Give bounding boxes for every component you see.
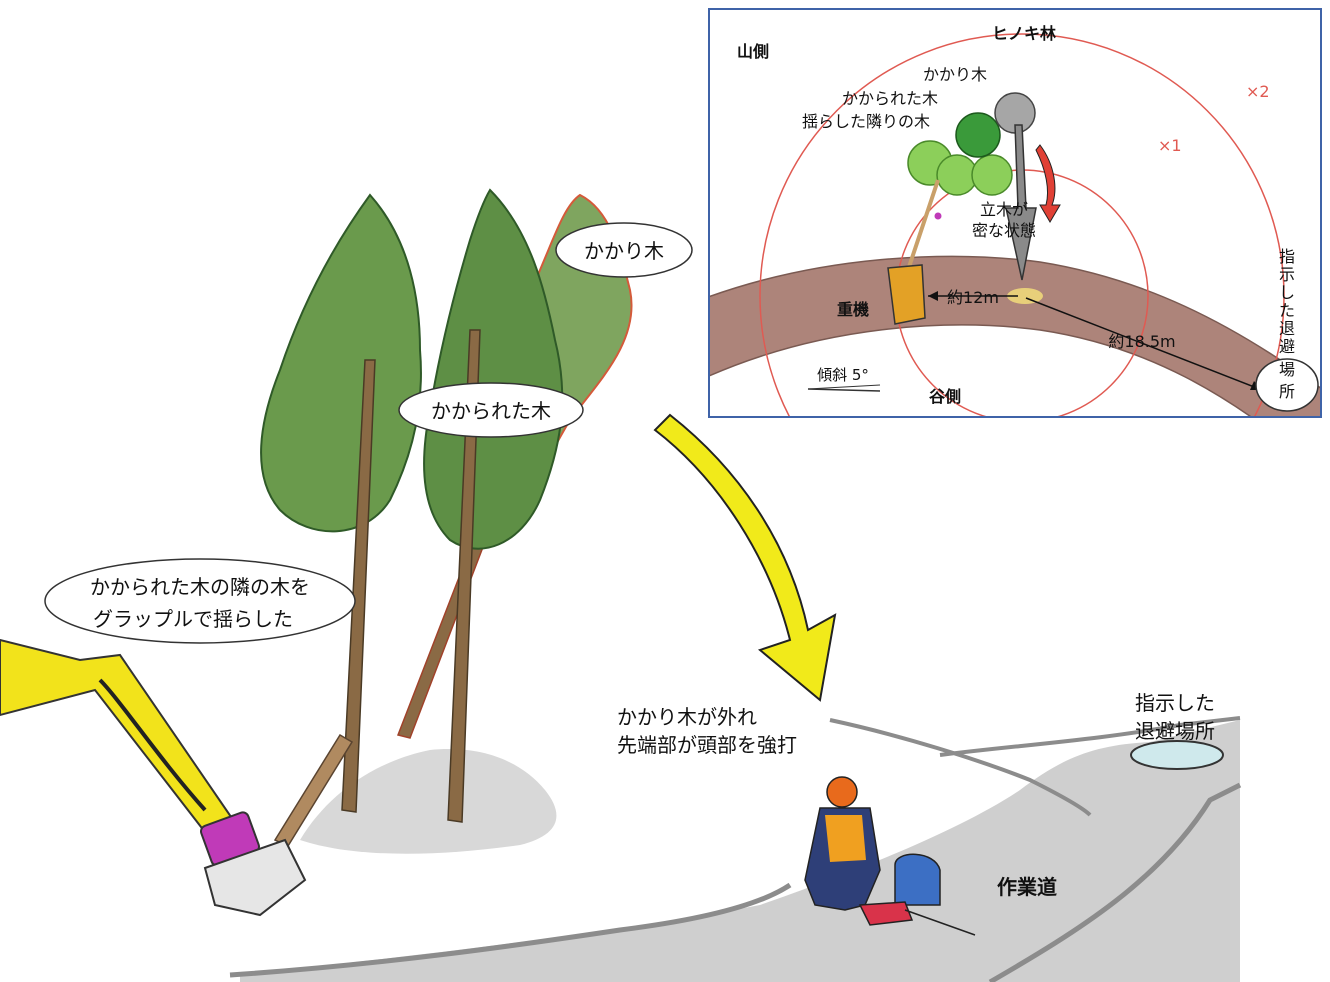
inset-hung-tree-label: かかり木 bbox=[923, 65, 987, 84]
inset-border bbox=[708, 8, 1322, 418]
excavator-hoses bbox=[98, 678, 207, 812]
road-edge-lower bbox=[229, 782, 1242, 982]
inset-shelter bbox=[1255, 358, 1319, 412]
inset-dist18-label: 約18.5m bbox=[1108, 332, 1175, 351]
inset-caught-tree bbox=[955, 112, 1001, 158]
inset-grapple-head bbox=[934, 212, 942, 220]
inset-shaken-tree-c bbox=[971, 154, 1013, 196]
inset-hung-tree-stem bbox=[1005, 124, 1037, 281]
inset-dense-line1: 立木が bbox=[980, 200, 1028, 219]
inset-slope-line-2 bbox=[807, 384, 881, 390]
inset-slope-label: 傾斜 5° bbox=[817, 366, 869, 384]
inset-plan: ヒノキ林 山側 谷側 かかり木 かかられた木 揺らした隣りの木 立木が 密な状態… bbox=[708, 8, 1322, 418]
inset-shelter-char: し bbox=[1279, 283, 1295, 302]
grapple-note-line1: かかられた木の隣の木を bbox=[90, 575, 310, 599]
excavator-boom bbox=[0, 638, 242, 847]
inset-times1-label: ×1 bbox=[1158, 136, 1182, 155]
inset-shelter-char: 避 bbox=[1279, 337, 1295, 356]
ground bbox=[229, 716, 1242, 982]
accident-text-line1: かかり木が外れ bbox=[617, 705, 757, 729]
inset-machine-label: 重機 bbox=[837, 300, 869, 319]
inset-shaken-tree-label: 揺らした隣りの木 bbox=[802, 112, 930, 131]
inset-impact-glow bbox=[1007, 288, 1043, 304]
inset-fall-arrow bbox=[1035, 144, 1061, 223]
road-shadow bbox=[240, 720, 1240, 982]
shelter-label-line1: 指示した bbox=[1135, 691, 1215, 715]
inset-shelter-char: 示 bbox=[1279, 265, 1295, 284]
inset-shelter-char: 指 bbox=[1279, 247, 1295, 266]
inset-dense-line2: 密な状態 bbox=[972, 221, 1036, 240]
inset-shelter-char: 場 bbox=[1279, 360, 1295, 379]
bubble-grapple-note: かかられた木の隣の木を グラップルで揺らした bbox=[44, 558, 356, 644]
inset-machine bbox=[887, 264, 926, 325]
worker bbox=[804, 776, 976, 936]
worker-vest bbox=[825, 815, 866, 862]
neighbor-tree-crown bbox=[260, 193, 422, 533]
caught-tree-trunk bbox=[447, 329, 481, 823]
fall-direction-arrow bbox=[653, 413, 837, 702]
shelter-label-line2: 退避場所 bbox=[1135, 719, 1215, 743]
bubble-hung-tree-text: かかり木 bbox=[584, 239, 664, 263]
excavator bbox=[0, 638, 307, 917]
inset-shelter-char: た bbox=[1279, 301, 1295, 320]
trees bbox=[260, 188, 633, 847]
inset-road bbox=[709, 255, 1321, 417]
inset-shelter-char: 退 bbox=[1279, 319, 1295, 338]
neighbor-tree-trunk bbox=[341, 359, 376, 813]
bubble-hung-tree: かかり木 bbox=[555, 222, 693, 278]
inset-dist12-label: 約12m bbox=[947, 288, 999, 307]
bubble-caught-tree-text: かかられた木 bbox=[431, 399, 551, 423]
inset-times2-label: ×2 bbox=[1246, 82, 1270, 101]
inset-caught-tree-label: かかられた木 bbox=[842, 89, 938, 108]
inset-slope-line bbox=[807, 388, 881, 392]
shelter-zone bbox=[1130, 740, 1224, 770]
inset-dist12-arrow bbox=[928, 291, 938, 301]
chainsaw bbox=[858, 901, 976, 936]
inset-shaken-tree-b bbox=[936, 154, 978, 196]
inset-grapple-arm bbox=[906, 179, 940, 271]
grapple-note-line2: グラップルで揺らした bbox=[93, 607, 293, 631]
caught-tree-crown bbox=[423, 188, 564, 550]
inset-valley-label: 谷側 bbox=[929, 387, 961, 406]
radius-circle-x2 bbox=[759, 33, 1285, 417]
inset-shelter-char: 所 bbox=[1279, 382, 1295, 401]
work-road-label: 作業道 bbox=[997, 875, 1057, 899]
road-edge-upper bbox=[829, 716, 1241, 817]
inset-dist18-line bbox=[1025, 297, 1263, 391]
tree-mound-shadow bbox=[300, 749, 557, 854]
inset-mountain-label: 山側 bbox=[737, 42, 769, 61]
accident-text-line2: 先端部が頭部を強打 bbox=[617, 733, 797, 757]
inset-hinoki-label: ヒノキ林 bbox=[992, 24, 1056, 43]
grapple-claw bbox=[203, 838, 307, 917]
backpack bbox=[894, 853, 941, 906]
inset-shelter-vertical-label: 指 示 し た 退 避 場 所 bbox=[1279, 247, 1295, 401]
worker-helmet bbox=[826, 776, 858, 808]
bubble-caught-tree: かかられた木 bbox=[398, 382, 584, 438]
